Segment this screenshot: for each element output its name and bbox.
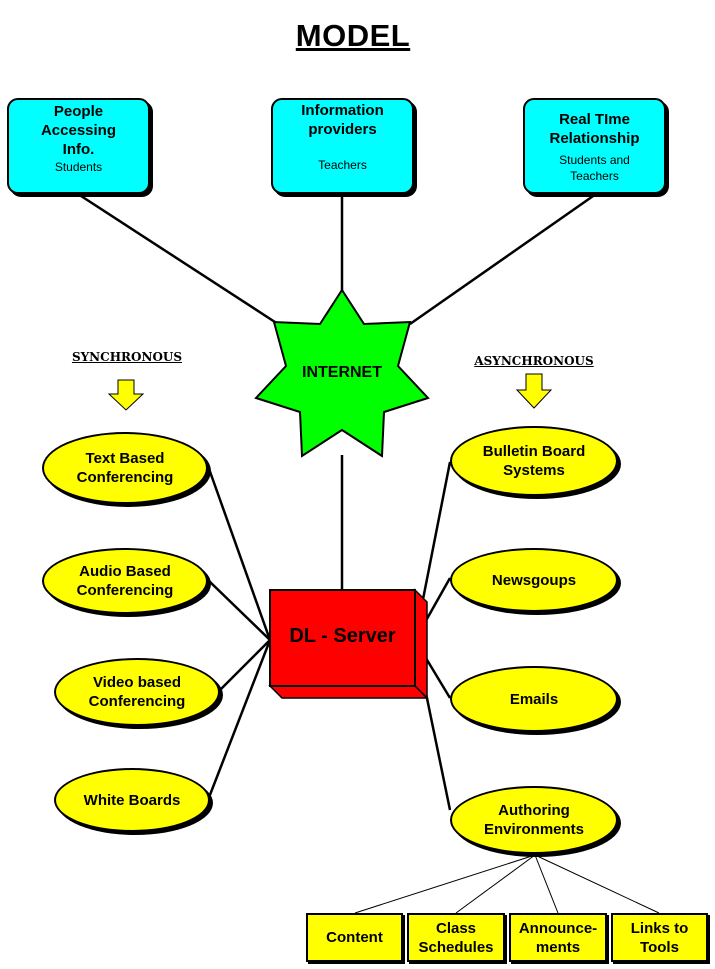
people-accessing-info-sub: Students (54, 160, 103, 174)
asynchronous-arrow-icon (515, 373, 553, 409)
page-title: MODEL (295, 18, 411, 53)
asynchronous-label: ASYNCHRONOUS (474, 354, 594, 368)
video-based-conferencing-oval: Video based Conferencing (54, 658, 220, 726)
content-box: Content (306, 913, 403, 962)
emails-oval: Emails (450, 666, 618, 732)
server-side-face (414, 588, 428, 700)
synchronous-label: SYNCHRONOUS (71, 350, 183, 364)
bulletin-board-systems-oval: Bulletin Board Systems (450, 426, 618, 496)
line-audio-server (207, 579, 271, 641)
synchronous-arrow-icon (107, 379, 145, 411)
links-to-tools-box: Links to Tools (611, 913, 708, 962)
line-white-server (206, 639, 272, 801)
server-bottom-face (268, 685, 429, 699)
server-front-face (269, 589, 416, 687)
people-accessing-info-heading: People Accessing Info. (40, 103, 117, 158)
line-realtime-internet (409, 192, 597, 326)
line-authoring-schedules (455, 854, 536, 914)
audio-based-conferencing-oval: Audio Based Conferencing (42, 548, 208, 614)
real-time-relationship-sub: Students and Teachers (559, 153, 630, 183)
people-accessing-info-box: People Accessing Info. Students (7, 98, 150, 194)
line-video-server (219, 639, 271, 691)
real-time-relationship-box: Real TIme Relationship Students and Teac… (523, 98, 666, 194)
line-authoring-announcements (534, 854, 559, 914)
dl-server-label: DL - Server (289, 625, 396, 647)
announcements-box: Announce-ments (509, 913, 607, 962)
internet-hub-label: INTERNET (302, 364, 382, 381)
information-providers-heading: Information providers (301, 102, 384, 138)
information-providers-sub: Teachers (318, 158, 367, 172)
text-based-conferencing-oval: Text Based Conferencing (42, 432, 208, 504)
internet-star-shape (254, 288, 430, 458)
white-boards-oval: White Boards (54, 768, 210, 832)
information-providers-box: Information providers Teachers (271, 98, 414, 194)
line-authoring-links (534, 854, 660, 914)
line-people-internet (77, 192, 279, 326)
class-schedules-box: Class Schedules (407, 913, 505, 962)
newsgroups-oval: Newsgoups (450, 548, 618, 612)
real-time-relationship-heading: Real TIme Relationship (549, 111, 640, 147)
authoring-environments-oval: Authoring Environments (450, 786, 618, 854)
line-text-server (206, 465, 272, 641)
line-authoring-content (354, 854, 536, 914)
